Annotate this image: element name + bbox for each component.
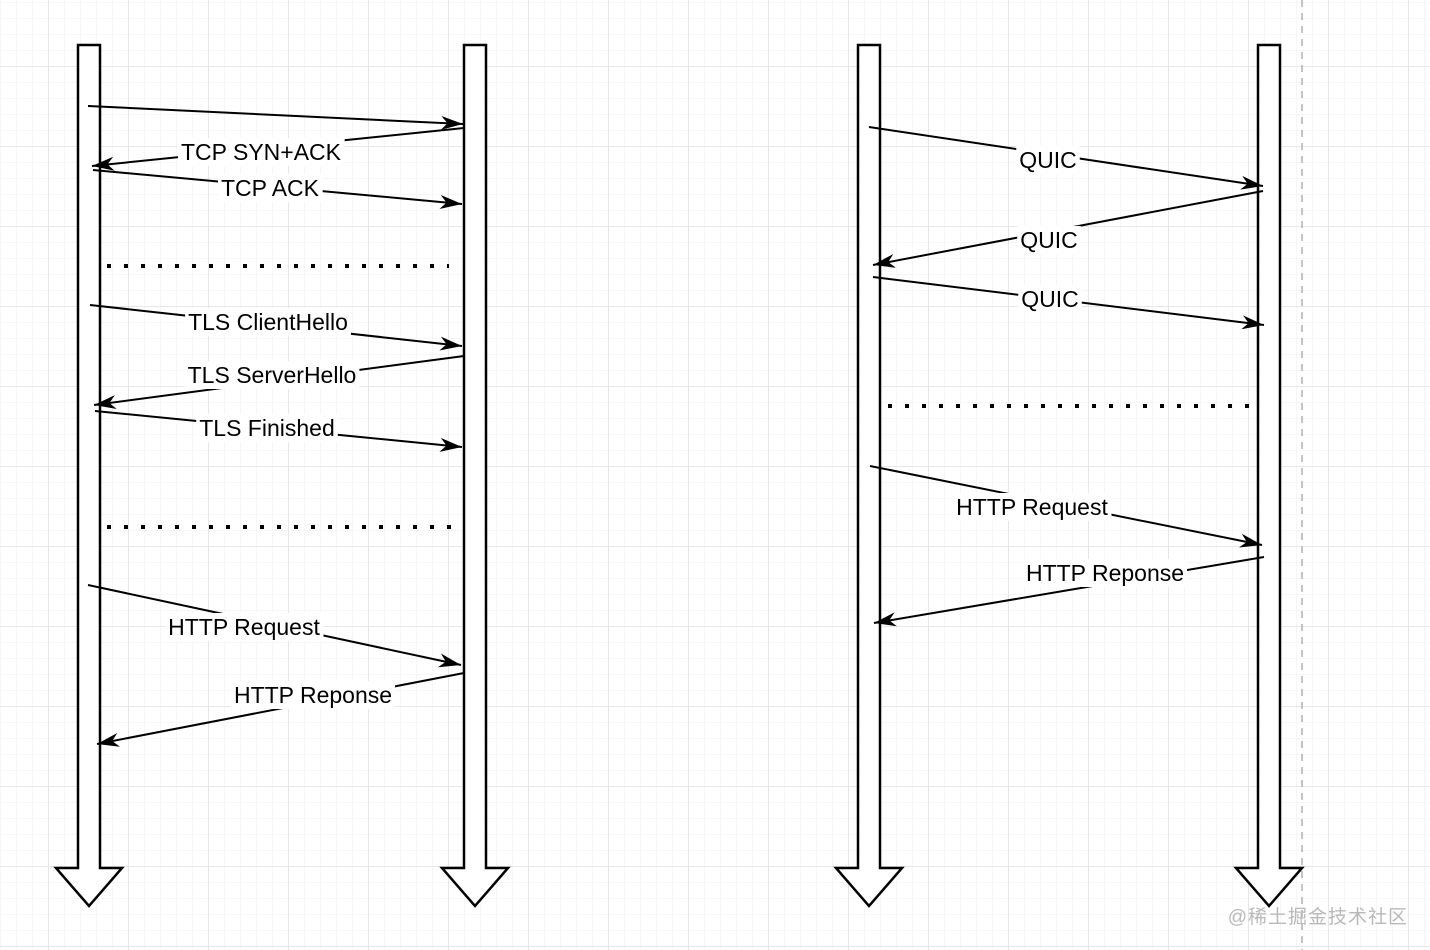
message-label-bg: [184, 361, 360, 389]
message-label: HTTP Reponse: [1026, 560, 1184, 586]
message-label-bg: [196, 414, 338, 442]
message-label: TLS ClientHello: [188, 309, 348, 335]
message-label-bg: [1018, 285, 1082, 313]
message-label: HTTP Request: [168, 614, 320, 640]
lifeline-quic-client: [833, 43, 905, 908]
message-label: TCP SYN+ACK: [181, 139, 342, 165]
message-label: HTTP Reponse: [234, 682, 392, 708]
message-label-bg: [218, 174, 323, 202]
message-label-bg: [165, 613, 324, 641]
message-label: HTTP Request: [956, 494, 1108, 520]
lifeline-tcp-server: [439, 43, 511, 908]
message-arrow-tcp: [87, 105, 464, 130]
watermark: @稀土掘金技术社区: [1227, 907, 1408, 928]
message-label-bg: [230, 681, 396, 709]
message-arrow-quic: [873, 556, 1265, 627]
message-label: QUIC: [1019, 147, 1077, 173]
lifeline-tcp-client: [53, 43, 125, 908]
lifeline-quic-server: [1233, 43, 1305, 908]
message-label-bg: [953, 493, 1112, 521]
message-label: TCP ACK: [221, 175, 320, 201]
message-label-bg: [178, 138, 345, 166]
message-label: QUIC: [1021, 286, 1079, 312]
message-label: QUIC: [1020, 227, 1078, 253]
message-label: TLS ServerHello: [188, 362, 357, 388]
message-label-bg: [1017, 226, 1081, 254]
message-label: TLS Finished: [199, 415, 335, 441]
message-label-bg: [185, 308, 351, 336]
message-label-bg: [1016, 146, 1080, 174]
message-label-bg: [1022, 559, 1188, 587]
